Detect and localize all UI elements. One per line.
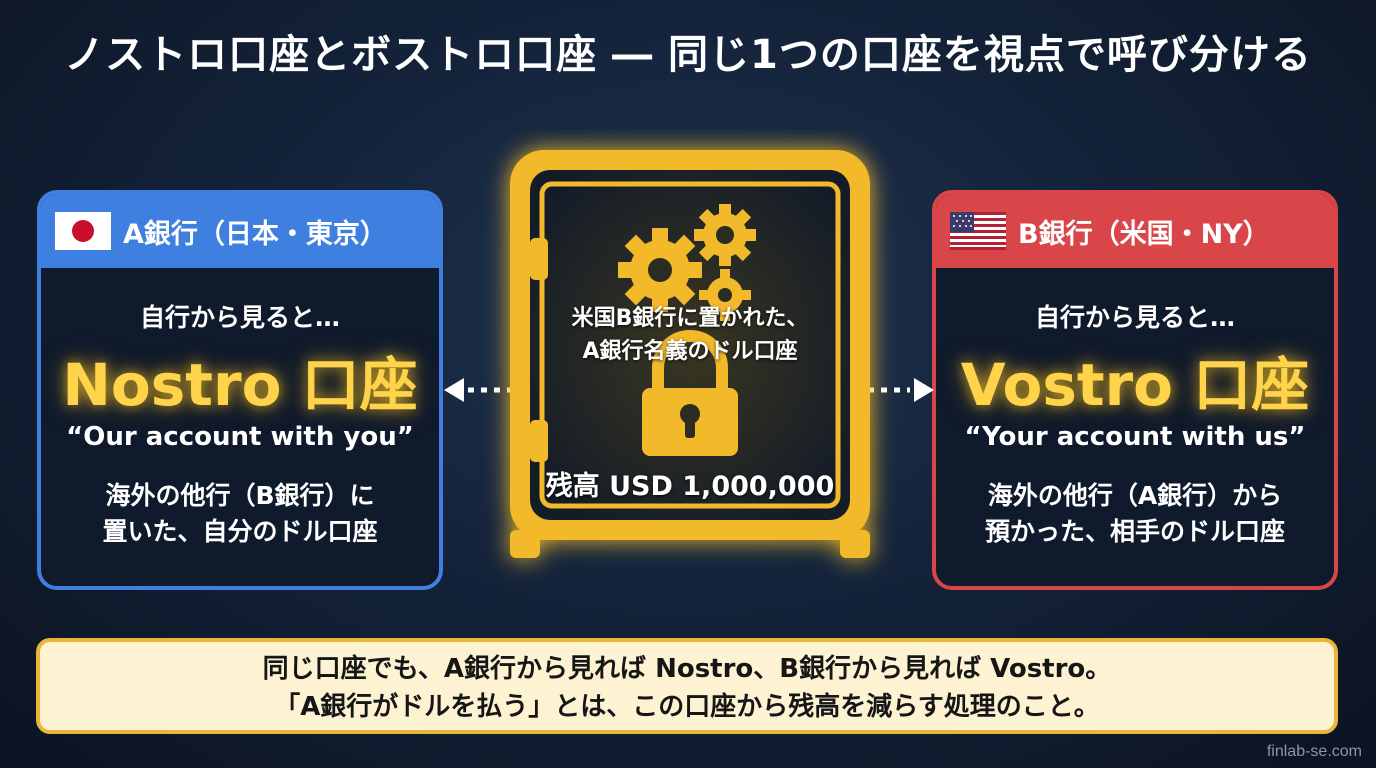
nostro-quote: “Our account with you”: [66, 422, 414, 452]
summary-box: 同じ口座でも、A銀行から見れば Nostro、B銀行から見れば Vostro。 …: [36, 638, 1338, 734]
nostro-account-name: Nostro 口座: [62, 351, 418, 419]
bank-a-name: A銀行（日本・東京）: [123, 218, 387, 250]
summary-line2: 「A銀行がドルを払う」とは、この口座から残高を減らす処理のこと。: [274, 692, 1100, 722]
vostro-account-name: Vostro 口座: [960, 351, 1310, 419]
vostro-description: 海外の他行（A銀行）から 預かった、相手のドル口座: [936, 478, 1334, 550]
nostro-description: 海外の他行（B銀行）に 置いた、自分のドル口座: [41, 478, 439, 550]
nostro-description-line1: 海外の他行（B銀行）に: [105, 481, 375, 510]
safe-balance: 残高 USD 1,000,000: [545, 471, 835, 502]
bank-b-panel: B銀行（米国・NY） 自行から見ると… Vostro 口座 “Your acco…: [932, 190, 1338, 590]
page-title: ノストロ口座とボストロ口座 ― 同じ1つの口座を視点で呼び分ける: [64, 32, 1312, 78]
vostro-quote: “Your account with us”: [964, 422, 1306, 452]
bank-b-view-label: 自行から見ると…: [1034, 303, 1235, 332]
safe-label: 米国B銀行に置かれた、 A銀行名義のドル口座: [520, 302, 860, 368]
bank-b-name: B銀行（米国・NY）: [1018, 218, 1270, 250]
safe-icon: [510, 150, 870, 558]
padlock-icon: [642, 330, 738, 456]
safe-label-line1: 米国B銀行に置かれた、: [571, 306, 809, 331]
vostro-description-line1: 海外の他行（A銀行）から: [987, 481, 1283, 510]
bank-a-header: A銀行（日本・東京）: [41, 194, 439, 268]
safe-label-line2: A銀行名義のドル口座: [582, 339, 798, 364]
vostro-description-line2: 預かった、相手のドル口座: [984, 517, 1285, 546]
bank-a-panel: A銀行（日本・東京） 自行から見ると… Nostro 口座 “Our accou…: [37, 190, 443, 590]
nostro-description-line2: 置いた、自分のドル口座: [102, 517, 378, 546]
bank-a-view-label: 自行から見ると…: [139, 303, 340, 332]
watermark: finlab-se.com: [1266, 743, 1362, 760]
bank-b-header: B銀行（米国・NY）: [936, 194, 1334, 268]
japan-flag-icon: [55, 212, 111, 250]
us-flag-icon: [950, 212, 1006, 250]
summary-line1: 同じ口座でも、A銀行から見れば Nostro、B銀行から見れば Vostro。: [262, 654, 1112, 684]
